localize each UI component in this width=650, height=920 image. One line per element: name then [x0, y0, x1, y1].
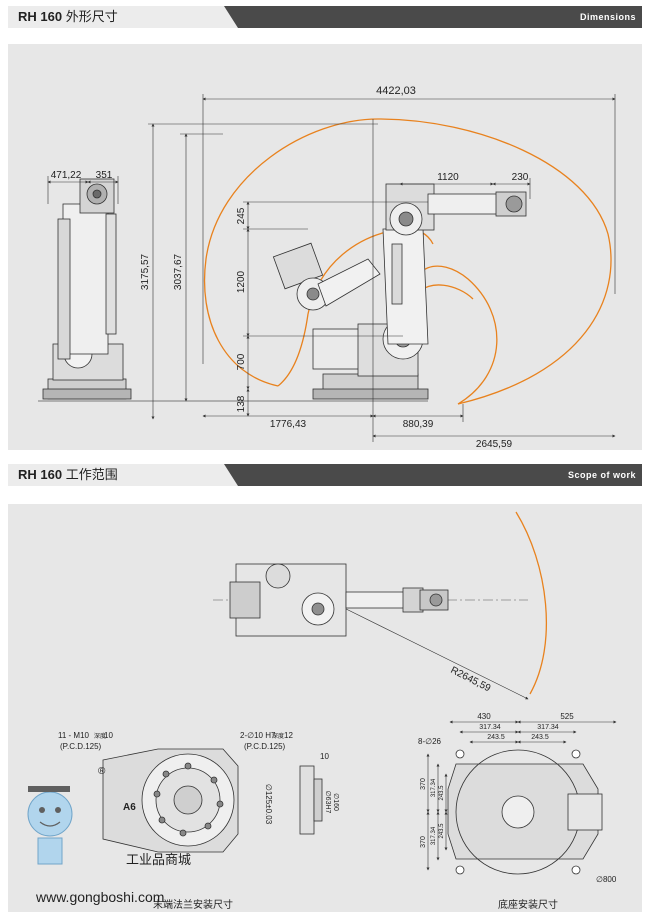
dim-880: 880,39	[403, 419, 434, 430]
header-divider-2	[224, 464, 238, 486]
scope-arc	[515, 511, 548, 695]
dim-700: 700	[236, 353, 247, 370]
dim-351: 351	[96, 170, 113, 181]
base-w243a: 243.5	[487, 734, 505, 741]
title-cn: 外形尺寸	[65, 9, 118, 24]
robot-side-view	[42, 178, 132, 400]
model-name-2: RH 160	[18, 467, 63, 482]
base-d800: ∅800	[596, 875, 617, 884]
dim-230: 230	[512, 172, 529, 183]
base-w525: 525	[560, 712, 574, 721]
model-name: RH 160	[18, 9, 63, 24]
axis-label: A6	[123, 802, 136, 813]
dimension-lines	[47, 94, 616, 442]
header-divider	[224, 6, 238, 28]
robot-top-view	[229, 563, 449, 637]
dim-1120: 1120	[437, 172, 459, 183]
section-header-scope: RH 160 工作范围 Scope of work	[8, 464, 642, 486]
base-h317a: 317.34	[431, 778, 437, 797]
base-w317a: 317.34	[479, 724, 501, 731]
mascot-logo-icon	[27, 786, 73, 865]
registered-mark: ®	[98, 766, 106, 777]
base-dim-lines	[426, 720, 617, 871]
dim-1200: 1200	[236, 270, 247, 293]
dim-3037: 3037,67	[173, 253, 184, 290]
base-h370b: 370	[420, 836, 427, 848]
scope-drawing: R2645,59	[27, 511, 617, 911]
scope-panel: R2645,59	[8, 504, 642, 912]
work-envelope-outer	[203, 118, 612, 405]
dim-3175: 3175,57	[140, 253, 151, 290]
base-drawing	[447, 749, 603, 875]
dim-1776: 1776,43	[270, 419, 307, 430]
base-h243a: 243.5	[439, 785, 445, 801]
flange-note1-line2: (P.C.D.125)	[60, 742, 102, 751]
base-h243b: 243.5	[439, 823, 445, 839]
flange-note1-depth: 10	[104, 731, 113, 740]
dim-2645: 2645,59	[476, 439, 513, 450]
flange-diameter: ∅125±0.03	[264, 784, 273, 825]
work-envelope-tail	[415, 265, 498, 405]
flange-drawing	[102, 748, 323, 853]
dim-245: 245	[236, 207, 247, 224]
watermark-url: www.gongboshi.com	[35, 889, 164, 905]
dimensions-panel: 4422,03 471,22 351 1120 230 3175,57 3037…	[8, 44, 642, 450]
flange-side-10: 10	[320, 752, 329, 761]
base-holes: 8-∅26	[418, 737, 442, 746]
section-title-en-2: Scope of work	[238, 464, 642, 486]
work-envelope-base	[277, 313, 309, 387]
flange-note2-depth: 12	[284, 731, 293, 740]
robot-front-view	[272, 183, 527, 400]
flange-note2-depth-label: 深度	[272, 732, 284, 740]
flange-note1-line1: 11 - M10	[58, 731, 90, 740]
title-cn-2: 工作范围	[65, 467, 118, 482]
section-header-dimensions: RH 160 外形尺寸 Dimensions	[8, 6, 642, 28]
section-title-en: Dimensions	[238, 6, 642, 28]
flange-note2-line1: 2-∅10 H7	[240, 731, 276, 740]
base-h370a: 370	[420, 778, 427, 790]
base-w243b: 243.5	[531, 734, 549, 741]
dim-471: 471,22	[51, 170, 82, 181]
flange-side-d1: ∅63H7	[324, 791, 331, 814]
radius-line	[327, 599, 529, 700]
base-w317b: 317.34	[537, 724, 559, 731]
base-h317b: 317.34	[431, 826, 437, 845]
base-caption: 底座安装尺寸	[498, 898, 558, 911]
section-title-dimensions: RH 160 外形尺寸	[8, 6, 238, 28]
flange-side-d2: ∅160	[332, 793, 339, 811]
flange-note2-line2: (P.C.D.125)	[244, 742, 286, 751]
radius-label: R2645,59	[449, 665, 493, 695]
base-w430: 430	[477, 712, 491, 721]
dimension-drawing: 4422,03 471,22 351 1120 230 3175,57 3037…	[38, 85, 616, 450]
dim-total-width: 4422,03	[376, 85, 416, 97]
flange-caption: 末端法兰安装尺寸	[153, 898, 233, 911]
dim-138: 138	[236, 395, 247, 412]
section-title-scope: RH 160 工作范围	[8, 464, 238, 486]
flange-note1-depth-label: 深度	[94, 732, 106, 740]
watermark-logo-text: 工业品商城	[126, 852, 191, 867]
